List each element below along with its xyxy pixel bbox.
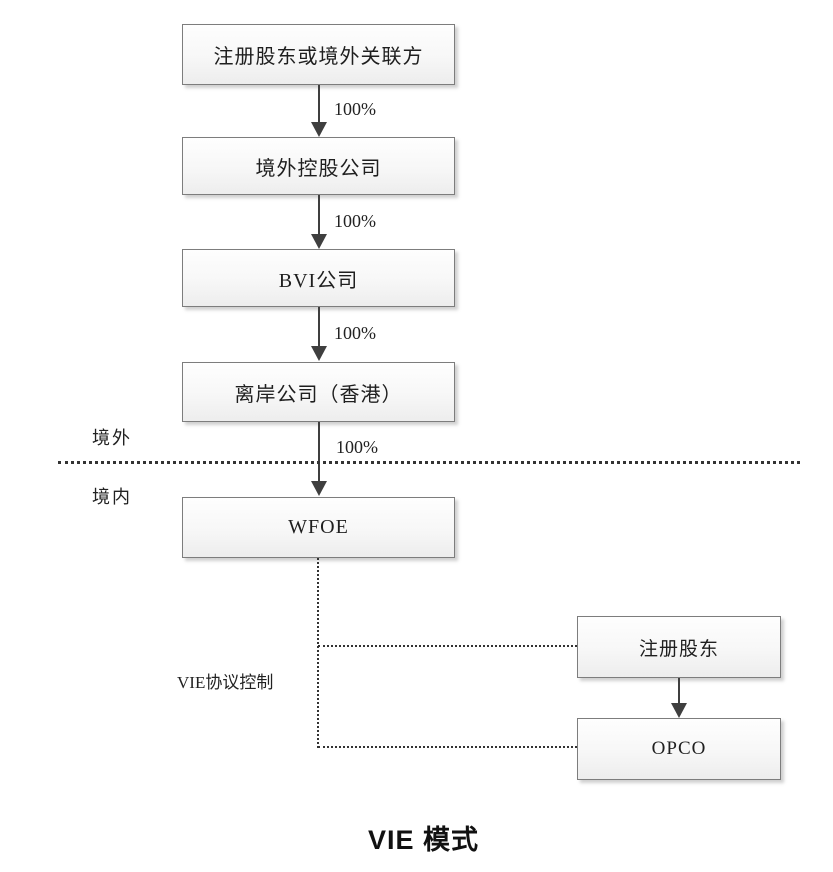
- ownership-label-1: 100%: [334, 99, 376, 119]
- arrow-3-line: [318, 307, 320, 347]
- node-overseas-holdco-label: 境外控股公司: [255, 157, 382, 180]
- diagram-title: VIE 模式: [367, 825, 480, 855]
- vie-connector-to-shareholders-dotted-line: [318, 645, 577, 647]
- ownership-label-2: 100%: [334, 211, 376, 231]
- node-wfoe-label: WFOE: [288, 516, 349, 538]
- arrow-1-head-icon: [311, 122, 327, 137]
- region-label-offshore: 境外: [92, 428, 132, 448]
- vie-control-label: VIE协议控制: [177, 673, 274, 692]
- arrow-4-line: [318, 422, 320, 482]
- arrow-1-line: [318, 85, 320, 123]
- vie-connector-to-opco-dotted-line: [318, 746, 577, 748]
- arrow-2-line: [318, 195, 320, 235]
- node-offshore-hk: 离岸公司（香港）: [182, 362, 455, 422]
- node-opco: OPCO: [577, 718, 781, 780]
- border-separator-dotted-line: [58, 461, 800, 464]
- node-registered-shareholders-label: 注册股东: [638, 638, 719, 660]
- ownership-label-4: 100%: [336, 437, 378, 457]
- vie-connector-vertical-dotted-line: [317, 558, 319, 748]
- node-wfoe: WFOE: [182, 497, 455, 558]
- node-opco-label: OPCO: [651, 738, 707, 759]
- node-overseas-shareholders: 注册股东或境外关联方: [182, 24, 455, 85]
- arrow-2-head-icon: [311, 234, 327, 249]
- node-bvi-label: BVI公司: [278, 269, 359, 292]
- ownership-label-3: 100%: [334, 323, 376, 343]
- arrow-shareholder-opco-head-icon: [671, 703, 687, 718]
- region-label-onshore: 境内: [92, 487, 132, 507]
- node-overseas-holdco: 境外控股公司: [182, 137, 455, 195]
- arrow-shareholder-opco-line: [678, 678, 680, 704]
- node-registered-shareholders: 注册股东: [577, 616, 781, 678]
- node-offshore-hk-label: 离岸公司（香港）: [234, 383, 403, 406]
- node-bvi: BVI公司: [182, 249, 455, 307]
- arrow-4-head-icon: [311, 481, 327, 496]
- node-overseas-shareholders-label: 注册股东或境外关联方: [213, 46, 424, 68]
- arrow-3-head-icon: [311, 346, 327, 361]
